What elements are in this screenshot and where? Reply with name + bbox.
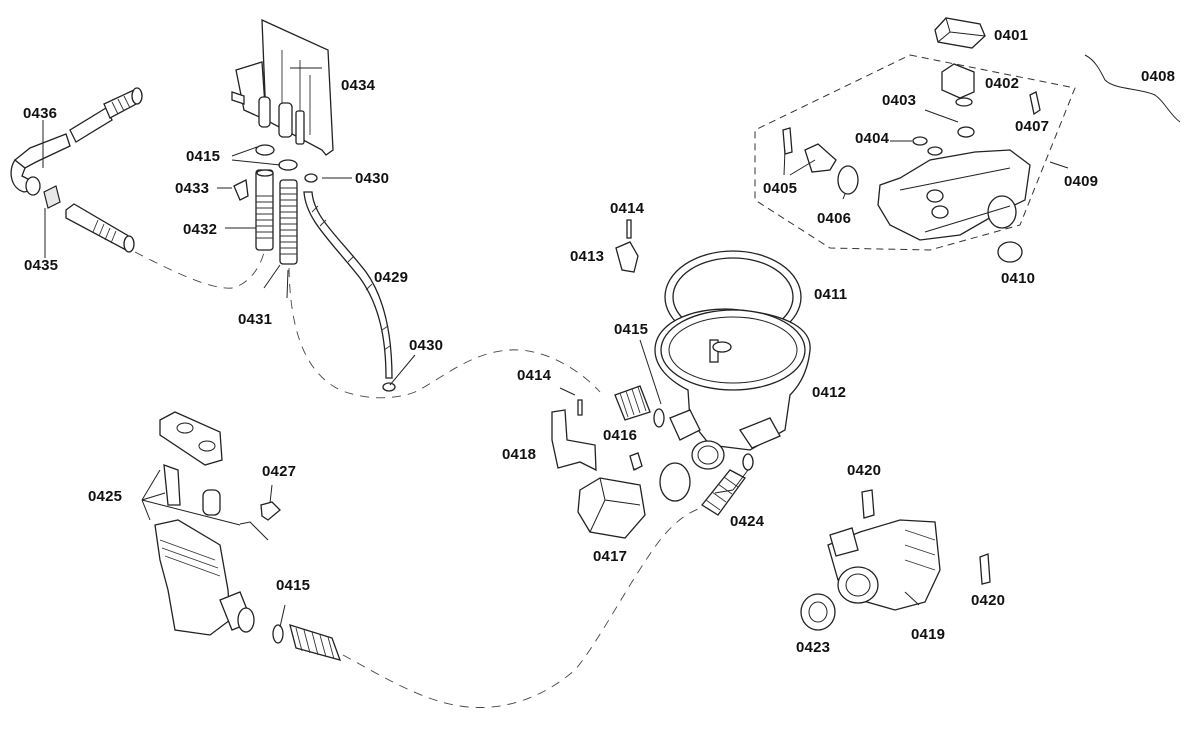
part-label-0403[interactable]: 0403 (882, 92, 917, 109)
part-label-0424[interactable]: 0424 (730, 513, 765, 530)
part-0423-drawing (800, 593, 836, 631)
part-label-0431[interactable]: 0431 (238, 311, 273, 328)
part-0405-drawing (782, 127, 837, 173)
part-0425-drawing (154, 411, 269, 636)
part-0415-ring-drawing (278, 159, 298, 171)
hose-route-line (342, 505, 707, 708)
part-0420-drawing (861, 489, 875, 519)
part-0407-drawing (1029, 91, 1041, 116)
hose-route-line (134, 247, 266, 289)
part-0418-drawing (551, 409, 597, 472)
part-0406-ring-drawing (837, 165, 859, 195)
part-label-0418[interactable]: 0418 (502, 446, 537, 463)
leader-lines (42, 67, 1069, 628)
part-0430-clamp-drawing (382, 382, 396, 392)
part-0401-drawing (934, 17, 986, 49)
part-0427-drawing (260, 501, 281, 521)
part-label-0435[interactable]: 0435 (24, 257, 59, 274)
part-0431-drawing (279, 179, 298, 265)
part-0414-screw-drawing (626, 219, 632, 239)
part-label-0408[interactable]: 0408 (1141, 68, 1176, 85)
part-oring-drawing (659, 462, 691, 502)
part-label-0402[interactable]: 0402 (985, 75, 1020, 92)
part-0416-drawing (629, 452, 643, 471)
part-label-0407[interactable]: 0407 (1015, 118, 1050, 135)
part-label-0436[interactable]: 0436 (23, 105, 58, 122)
part-label-0427[interactable]: 0427 (262, 463, 297, 480)
part-label-0420-right[interactable]: 0420 (971, 592, 1006, 609)
part-0420-drawing (979, 553, 991, 585)
part-0419-drawing (827, 519, 941, 611)
part-label-0417[interactable]: 0417 (593, 548, 628, 565)
part-0424-drawing (701, 453, 754, 516)
part-0403-ring-drawing (957, 126, 975, 138)
part-label-0430-top[interactable]: 0430 (355, 170, 390, 187)
part-0432-drawing (255, 169, 274, 251)
assembly-0409-boundary (754, 54, 1076, 251)
part-label-0420-top[interactable]: 0420 (847, 462, 882, 479)
part-0404-ring-drawing (912, 136, 928, 146)
part-hose-mid-drawing (614, 385, 651, 421)
part-label-0434[interactable]: 0434 (341, 77, 376, 94)
part-0408-drawing (1084, 54, 1181, 123)
part-label-0406[interactable]: 0406 (817, 210, 852, 227)
part-0415-ring-drawing (272, 624, 284, 644)
part-label-0423[interactable]: 0423 (796, 639, 831, 656)
part-0409-drawing (877, 149, 1031, 241)
part-hose-lower-drawing (65, 203, 135, 253)
part-0410-drawing (997, 241, 1023, 263)
part-label-0413[interactable]: 0413 (570, 248, 605, 265)
part-label-0425[interactable]: 0425 (88, 488, 123, 505)
part-label-0412[interactable]: 0412 (812, 384, 847, 401)
part-label-0433[interactable]: 0433 (175, 180, 210, 197)
part-0413-drawing (615, 241, 639, 273)
part-0402-drawing (941, 63, 975, 107)
part-label-0414-mid[interactable]: 0414 (517, 367, 552, 384)
part-label-0432[interactable]: 0432 (183, 221, 218, 238)
part-label-0405[interactable]: 0405 (763, 180, 798, 197)
part-0415-ring-drawing (653, 408, 665, 428)
part-0429-drawing (303, 191, 393, 379)
part-0430-clamp-drawing (304, 173, 318, 183)
part-0433-drawing (233, 179, 249, 201)
part-0434-drawing (231, 18, 334, 156)
part-label-0430-bottom[interactable]: 0430 (409, 337, 444, 354)
part-0435-drawing (43, 185, 61, 209)
part-label-0415-top[interactable]: 0415 (186, 148, 221, 165)
part-label-0401[interactable]: 0401 (994, 27, 1029, 44)
part-label-0429[interactable]: 0429 (374, 269, 409, 286)
part-label-0414-top[interactable]: 0414 (610, 200, 645, 217)
part-label-0419[interactable]: 0419 (911, 626, 946, 643)
hose-route-line (288, 267, 601, 399)
part-0414-screw-drawing (577, 399, 583, 416)
part-label-0415-bottom[interactable]: 0415 (276, 577, 311, 594)
part-label-0410[interactable]: 0410 (1001, 270, 1036, 287)
part-label-0416[interactable]: 0416 (603, 427, 638, 444)
part-0417-drawing (577, 477, 646, 539)
part-label-0415-mid[interactable]: 0415 (614, 321, 649, 338)
part-hose-bottom-drawing (289, 624, 342, 661)
part-label-0409[interactable]: 0409 (1064, 173, 1099, 190)
part-label-0404[interactable]: 0404 (855, 130, 890, 147)
part-0404-ring-drawing (927, 146, 943, 156)
part-0412-drawing (654, 308, 811, 470)
part-0415-ring-drawing (255, 144, 275, 156)
part-label-0411[interactable]: 0411 (814, 286, 848, 303)
